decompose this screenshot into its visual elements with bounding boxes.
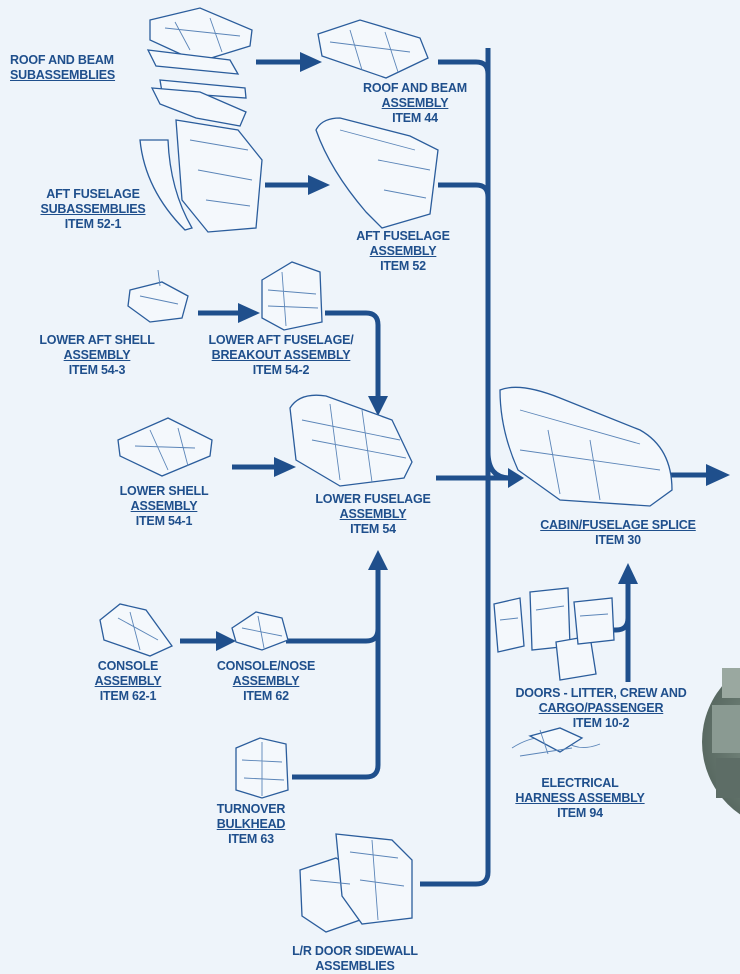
lower-aft-shell-illustration: [128, 270, 188, 322]
label-item: ITEM 44: [350, 111, 480, 126]
console-nose-assembly-illustration: [232, 612, 288, 650]
lower-fuselage-assembly-illustration: [290, 395, 412, 486]
label-line: ELECTRICAL: [494, 776, 666, 791]
label-item: ITEM 30: [518, 533, 718, 548]
city-photo-circle: [702, 654, 740, 830]
label-line: L/R DOOR SIDEWALL: [270, 944, 440, 959]
console-assembly-illustration: [100, 604, 172, 656]
label-item: ITEM 10-2: [494, 716, 708, 731]
label-line: LOWER FUSELAGE: [298, 492, 448, 507]
label-line: ROOF AND BEAM: [350, 81, 480, 96]
label-item: ITEM 52: [343, 259, 463, 274]
label-item: ITEM 54: [298, 522, 448, 537]
label-line: ASSEMBLIES: [270, 959, 440, 974]
label-aft-fuselage-assembly: AFT FUSELAGE ASSEMBLY ITEM 52: [343, 229, 463, 274]
label-line: DOORS - LITTER, CREW AND: [494, 686, 708, 701]
label-lower-fuselage: LOWER FUSELAGE ASSEMBLY ITEM 54: [298, 492, 448, 537]
label-item: ITEM 54-3: [22, 363, 172, 378]
arrow-roof-asm: [300, 52, 322, 72]
label-line: ASSEMBLY: [343, 244, 463, 259]
roof-beam-assembly-illustration: [318, 20, 428, 78]
label-line: BULKHEAD: [196, 817, 306, 832]
label-line: CONSOLE: [78, 659, 178, 674]
label-item: ITEM 62: [206, 689, 326, 704]
label-lower-shell: LOWER SHELL ASSEMBLY ITEM 54-1: [104, 484, 224, 529]
lower-trunk-line: [420, 478, 488, 884]
label-item: ITEM 63: [196, 832, 306, 847]
turnover-bulkhead-illustration: [236, 738, 288, 798]
label-line: HARNESS ASSEMBLY: [494, 791, 666, 806]
label-electrical-harness: ELECTRICAL HARNESS ASSEMBLY ITEM 94: [494, 776, 666, 821]
label-line: AFT FUSELAGE: [343, 229, 463, 244]
arrow-aft-asm: [308, 175, 330, 195]
label-line: TURNOVER: [196, 802, 306, 817]
label-doors: DOORS - LITTER, CREW AND CARGO/PASSENGER…: [494, 686, 708, 731]
arrow-lower-shell: [274, 457, 296, 477]
door-sidewall-illustration: [300, 834, 412, 932]
label-item: ITEM 54-2: [186, 363, 376, 378]
label-line: ASSEMBLY: [78, 674, 178, 689]
lower-aft-breakout-illustration: [262, 262, 322, 330]
label-line: SUBASSEMBLIES: [34, 202, 152, 217]
nose-to-lower-fuselage-line: [286, 568, 378, 641]
label-line: CARGO/PASSENGER: [494, 701, 708, 716]
electrical-harness-illustration: [512, 728, 600, 756]
label-cabin-fuselage-splice: CABIN/FUSELAGE SPLICE ITEM 30: [518, 518, 718, 548]
label-item: ITEM 94: [494, 806, 666, 821]
cabin-fuselage-splice-illustration: [500, 387, 672, 506]
label-line: SUBASSEMBLIES: [10, 68, 115, 83]
label-line: ASSEMBLY: [104, 499, 224, 514]
label-line: CONSOLE/NOSE: [206, 659, 326, 674]
label-aft-fuselage-subassemblies: AFT FUSELAGE SUBASSEMBLIES ITEM 52-1: [34, 187, 152, 232]
label-item: ITEM 54-1: [104, 514, 224, 529]
roof-beam-subassemblies-illustration: [148, 8, 252, 98]
arrow-breakout: [238, 303, 260, 323]
label-console: CONSOLE ASSEMBLY ITEM 62-1: [78, 659, 178, 704]
label-lower-aft-breakout: LOWER AFT FUSELAGE/ BREAKOUT ASSEMBLY IT…: [186, 333, 376, 378]
label-lower-aft-shell: LOWER AFT SHELL ASSEMBLY ITEM 54-3: [22, 333, 172, 378]
arrow-output: [706, 464, 730, 486]
label-door-sidewall: L/R DOOR SIDEWALL ASSEMBLIES: [270, 944, 440, 974]
lower-shell-illustration: [118, 418, 212, 476]
label-roof-beam-assembly: ROOF AND BEAM ASSEMBLY ITEM 44: [350, 81, 480, 126]
label-line: ASSEMBLY: [206, 674, 326, 689]
label-roof-beam-subassemblies: ROOF AND BEAM SUBASSEMBLIES: [10, 53, 115, 83]
label-line: LOWER AFT FUSELAGE/: [186, 333, 376, 348]
arrow-console-nose: [216, 631, 236, 651]
aft-fuselage-assembly-illustration: [316, 118, 438, 228]
label-line: LOWER AFT SHELL: [22, 333, 172, 348]
label-line: ASSEMBLY: [22, 348, 172, 363]
aft-fuselage-line: [438, 185, 488, 197]
label-line: ASSEMBLY: [350, 96, 480, 111]
label-turnover-bulkhead: TURNOVER BULKHEAD ITEM 63: [196, 802, 306, 847]
aft-fuselage-subassemblies-illustration: [140, 88, 262, 232]
trunk-curve-to-cabin: [488, 452, 510, 478]
doors-illustration: [494, 588, 614, 680]
arrow-lower-fuselage-bottom: [368, 550, 388, 570]
label-line: ROOF AND BEAM: [10, 53, 115, 68]
label-item: ITEM 62-1: [78, 689, 178, 704]
label-line: AFT FUSELAGE: [34, 187, 152, 202]
label-item: ITEM 52-1: [34, 217, 152, 232]
label-line: LOWER SHELL: [104, 484, 224, 499]
arrow-cabin-bottom: [618, 563, 638, 584]
label-console-nose: CONSOLE/NOSE ASSEMBLY ITEM 62: [206, 659, 326, 704]
label-line: CABIN/FUSELAGE SPLICE: [518, 518, 718, 533]
label-line: BREAKOUT ASSEMBLY: [186, 348, 376, 363]
label-line: ASSEMBLY: [298, 507, 448, 522]
roof-beam-line: [438, 62, 488, 74]
